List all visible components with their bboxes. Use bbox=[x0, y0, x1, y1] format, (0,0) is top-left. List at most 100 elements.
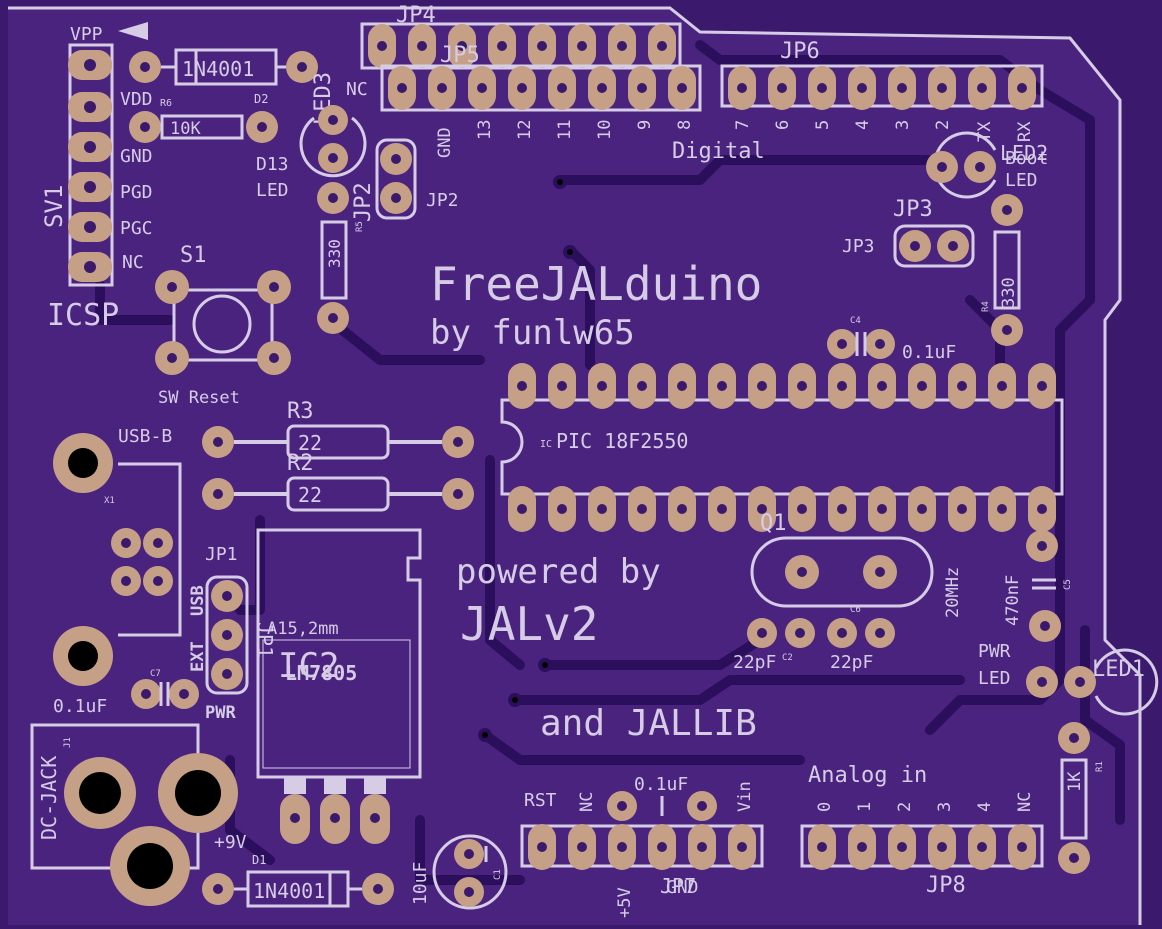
led2-label1: Boot bbox=[1005, 148, 1048, 169]
r1-value: 1K bbox=[1065, 771, 1085, 792]
led2-label2: LED bbox=[1005, 170, 1038, 191]
q1-ref: Q1 bbox=[760, 511, 787, 536]
usb-label: USB-B bbox=[118, 426, 172, 447]
ic-ref: IC bbox=[540, 439, 552, 450]
resistor-r2: R2 22 bbox=[202, 451, 474, 512]
jp1-label-pwr: PWR bbox=[205, 703, 236, 723]
jp7-label-rst: RST bbox=[524, 790, 557, 811]
c5-value: 470nF bbox=[1003, 575, 1023, 626]
c6-ref: C6 bbox=[850, 605, 861, 615]
icsp-ref: SV1 bbox=[40, 185, 68, 228]
r6-ref: R6 bbox=[160, 98, 172, 109]
icsp-header: SV1 ICSP VPP VDD GND PGD PGC NC bbox=[40, 22, 153, 333]
jp8-label-1: 1 bbox=[855, 802, 875, 812]
c7-value: 0.1uF bbox=[53, 696, 107, 717]
r2-value: 22 bbox=[298, 483, 322, 507]
d2-value: 1N4001 bbox=[182, 57, 254, 81]
capacitor-c7: C7 0.1uF bbox=[53, 669, 199, 717]
board-subtitle: by funlw65 bbox=[430, 313, 635, 353]
jp7-label-vin: Vin bbox=[735, 781, 755, 812]
jp2-ref: JP2 bbox=[351, 182, 376, 222]
jp7-ref: JP7 bbox=[660, 874, 696, 898]
ic-bottom-pins bbox=[508, 486, 1056, 532]
ic-pic18f2550: IC PIC 18F2550 bbox=[500, 363, 1064, 532]
vias bbox=[478, 175, 577, 742]
r3-value: 22 bbox=[298, 431, 322, 455]
ic-top-pins bbox=[508, 363, 1056, 409]
r1-ref: R1 bbox=[1095, 761, 1105, 772]
c5-ref: C5 bbox=[1063, 579, 1073, 590]
ic2-side-label: JP1 bbox=[253, 622, 277, 658]
r2-ref: R2 bbox=[287, 451, 314, 476]
c6-value: 22pF bbox=[830, 652, 873, 673]
analog-in-label: Analog in bbox=[808, 763, 927, 788]
jp8-label-2: 2 bbox=[895, 802, 915, 812]
jalv2-text: JALv2 bbox=[460, 597, 598, 651]
header-jp5: JP5 GND 13 12 11 10 9 8 bbox=[380, 43, 702, 158]
r6-value: 10K bbox=[170, 119, 201, 139]
jp8-label-0: 0 bbox=[815, 802, 835, 812]
diode-d1: D1 1N4001 bbox=[202, 853, 394, 908]
nc-top: NC bbox=[346, 79, 368, 100]
led2-ref: LED2 bbox=[1000, 141, 1048, 165]
icsp-pin-gnd: GND bbox=[120, 146, 153, 167]
jp8-label-4: 4 bbox=[975, 802, 995, 812]
s1-label: SW Reset bbox=[158, 388, 240, 408]
r5-ref: R5 bbox=[355, 221, 365, 232]
and-jallib-text: and JALLIB bbox=[540, 703, 757, 744]
jp6-label-5: 5 bbox=[813, 120, 833, 130]
led3-label1: D13 bbox=[256, 154, 289, 175]
capacitor-c2: 22pF C2 bbox=[733, 618, 815, 673]
icsp-pin-pgc: PGC bbox=[120, 218, 153, 239]
usb-ref: X1 bbox=[104, 496, 115, 506]
resistor-r1: 1K R1 bbox=[1058, 722, 1105, 874]
jp6-label-4: 4 bbox=[853, 120, 873, 130]
led1-label1: PWR bbox=[978, 641, 1011, 662]
q1-value: 20MHz bbox=[943, 567, 963, 618]
jp6-ref: JP6 bbox=[780, 39, 820, 64]
jumper-jp3: JP3 JP3 bbox=[842, 197, 975, 268]
capacitor-c1: 10uF C1 bbox=[410, 834, 508, 910]
jp7-label-nc: NC bbox=[577, 792, 597, 812]
led3: D13 LED LED3 NC bbox=[256, 72, 368, 201]
jp6-label-rx: RX bbox=[1015, 121, 1035, 142]
powered-by-block: powered by JALv2 and JALLIB bbox=[456, 552, 757, 744]
diode-d2: 1N4001 D2 bbox=[129, 48, 318, 106]
dc-jack-label: DC-JACK bbox=[37, 756, 61, 840]
digital-label: Digital bbox=[672, 139, 765, 164]
jp8-label-3: 3 bbox=[935, 802, 955, 812]
jp6-label-3: 3 bbox=[893, 120, 913, 130]
jp8-ref: JP8 bbox=[926, 873, 966, 898]
jp8-label-nc: NC bbox=[1015, 792, 1035, 812]
icsp-outline bbox=[68, 43, 114, 287]
jp5-ref: JP5 bbox=[440, 43, 480, 68]
jp2-side-label: JP2 bbox=[426, 190, 459, 211]
jp5-label-9: 9 bbox=[635, 120, 655, 130]
icsp-pads bbox=[68, 50, 112, 282]
jp5-label-11: 11 bbox=[555, 120, 575, 140]
header-jp7: 0.1uF RST NC Vin +5V JP7 GND bbox=[520, 774, 764, 918]
usb-b-connector: USB-B X1 bbox=[53, 426, 182, 686]
crystal-q1: Q1 20MHz bbox=[750, 511, 963, 618]
resistor-r5: 330 R5 bbox=[317, 182, 365, 334]
jp1-ref: JP1 bbox=[205, 544, 238, 565]
powered-by-text: powered by bbox=[456, 552, 661, 592]
r4-ref: R4 bbox=[981, 301, 991, 312]
jumper-jp1: JP1 EXT USB PWR bbox=[188, 544, 249, 723]
s1-ref: S1 bbox=[180, 243, 207, 268]
jp5-label-12: 12 bbox=[515, 120, 535, 140]
icsp-pin-vpp: VPP bbox=[70, 24, 103, 45]
jp7-label-5v: +5V bbox=[615, 887, 635, 918]
c1-ref: C1 bbox=[493, 869, 503, 880]
ic2-ref: IC2 bbox=[278, 646, 339, 686]
resistor-r4: 330 R4 bbox=[981, 194, 1023, 346]
jp5-label-13: 13 bbox=[475, 120, 495, 140]
dc-jack-voltage: +9V bbox=[214, 832, 247, 853]
switch-s1: S1 SW Reset bbox=[155, 243, 291, 408]
led1-label2: LED bbox=[978, 668, 1011, 689]
icsp-title: ICSP bbox=[47, 298, 119, 333]
c2-value: 22pF bbox=[733, 652, 776, 673]
resistor-r6: 10K R6 bbox=[129, 98, 278, 143]
pin1-arrow-icon bbox=[118, 22, 148, 40]
icsp-pin-nc: NC bbox=[122, 252, 144, 273]
